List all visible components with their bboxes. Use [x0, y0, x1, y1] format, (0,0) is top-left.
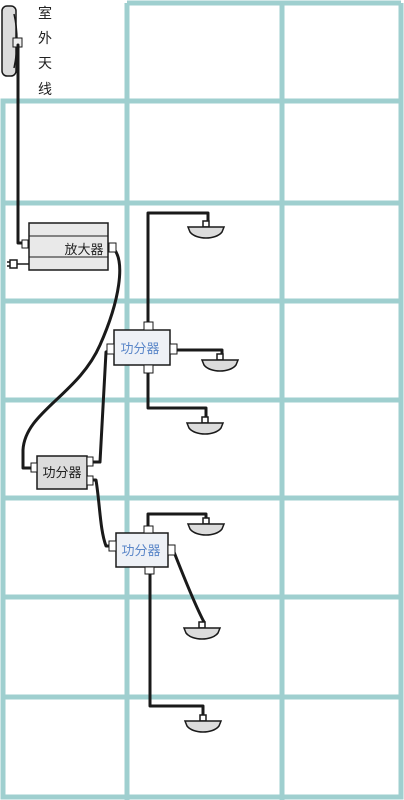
branch-cable: [148, 566, 205, 718]
ceiling-antenna-icon: [186, 517, 226, 536]
amplifier-output-port: [108, 242, 117, 253]
antenna-label: 室 外 天 线: [38, 5, 52, 98]
splitter-input-port: [30, 462, 38, 473]
power-plug-icon: [7, 259, 29, 269]
ceiling-antenna-icon: [185, 416, 225, 435]
splitter-label: 功分器: [120, 342, 159, 357]
splitter-label: 功分器: [42, 466, 81, 481]
power-splitter-lower: 功分器: [108, 525, 176, 575]
splitter-input-port: [106, 343, 115, 355]
splitter-output-port: [143, 321, 154, 331]
amplifier: 放大器: [7, 222, 117, 271]
ceiling-antenna-icon: [183, 714, 223, 733]
grid-border: [0, 98, 404, 800]
splitter-output-port: [169, 343, 178, 355]
antenna-label-char: 外: [38, 31, 52, 47]
outdoor-antenna-icon: [1, 5, 23, 77]
branch-cable: [172, 550, 206, 624]
antenna-label-char: 室: [38, 5, 52, 22]
splitter-body: [36, 455, 88, 490]
splitter-body: [115, 532, 169, 568]
splitter-link-cable: [90, 478, 113, 548]
amplifier-label: 放大器: [64, 243, 103, 258]
power-splitter-upper: 功分器: [106, 321, 178, 374]
amplifier-input-port: [21, 239, 29, 249]
branch-cable: [146, 512, 208, 530]
antenna-label-char: 线: [38, 82, 52, 98]
amp-to-splitter-cable: [21, 247, 122, 470]
ceiling-antenna-icon: [200, 353, 240, 372]
ceiling-antenna-icon: [186, 220, 226, 239]
branch-cable: [146, 211, 210, 324]
antenna-label-char: 天: [38, 56, 52, 72]
ceiling-antenna-icon: [182, 621, 222, 640]
amplifier-body: [28, 222, 109, 271]
antenna-feeder-cable: [16, 43, 25, 245]
splitter-label: 功分器: [121, 544, 160, 559]
splitter-output-port: [144, 566, 155, 575]
feeder-cables: [16, 43, 224, 718]
splitter-link-cable: [90, 348, 115, 464]
splitter-output-port: [167, 544, 176, 556]
splitter-output-port: [143, 525, 154, 534]
splitter-output-port: [86, 475, 94, 486]
power-splitter-main: 功分器: [30, 455, 94, 490]
branch-cable: [146, 370, 208, 420]
branch-cable: [171, 348, 224, 358]
splitter-output-port: [143, 364, 154, 374]
splitter-body: [113, 329, 171, 366]
splitter-output-port: [86, 456, 94, 467]
ceiling-antennas: [182, 220, 240, 733]
splitter-input-port: [108, 540, 117, 552]
